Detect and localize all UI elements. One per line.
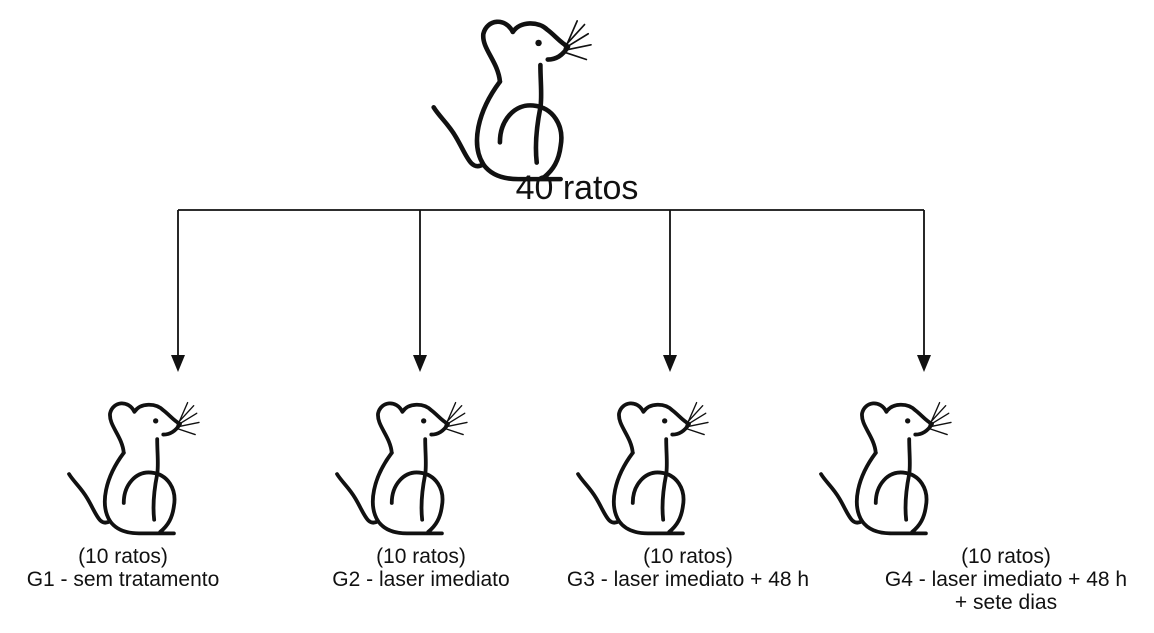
group-label-g2: (10 ratos) G2 - laser imediato	[261, 545, 581, 591]
group-label-g3: (10 ratos) G3 - laser imediato + 48 h	[528, 545, 848, 591]
group-name-g4: G4 - laser imediato + 48 h	[884, 568, 1128, 591]
group-count-g2: (10 ratos)	[376, 545, 466, 568]
rat-icon-g3	[576, 400, 710, 536]
total-rats-label: 40 ratos	[515, 169, 639, 207]
rat-icon-g4	[819, 400, 953, 536]
group-name-g1: G1 - sem tratamento	[26, 568, 220, 591]
arrow-down-icon-g1	[171, 355, 185, 372]
group-label-g1: (10 ratos) G1 - sem tratamento	[0, 545, 283, 591]
group-count-g4: (10 ratos)	[961, 545, 1051, 568]
group-name-g3: G3 - laser imediato + 48 h	[566, 568, 810, 591]
rat-icon-top	[434, 21, 591, 179]
group-count-g3: (10 ratos)	[643, 545, 733, 568]
group-label-g4: (10 ratos) G4 - laser imediato + 48 h + …	[846, 545, 1154, 614]
group-extra-g4: + sete dias	[954, 591, 1058, 614]
group-name-g2: G2 - laser imediato	[332, 568, 510, 591]
rat-icon-g1	[67, 400, 201, 536]
arrow-down-icon-g4	[917, 355, 931, 372]
group-count-g1: (10 ratos)	[78, 545, 168, 568]
arrow-down-icon-g2	[413, 355, 427, 372]
rat-icon-g2	[335, 400, 469, 536]
arrow-down-icon-g3	[663, 355, 677, 372]
